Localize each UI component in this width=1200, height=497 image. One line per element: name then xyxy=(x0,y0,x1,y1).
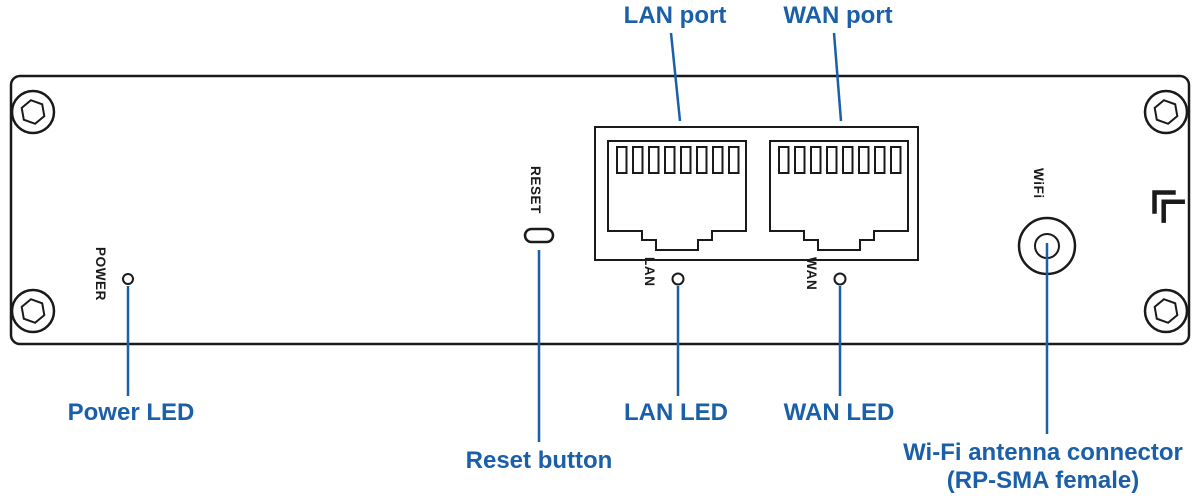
screw-ring xyxy=(10,89,56,135)
reset-button[interactable] xyxy=(523,227,555,244)
screw-top-right-icon xyxy=(1143,89,1189,135)
wifi-antenna-callout-label-line2: (RP-SMA female) xyxy=(947,467,1139,494)
lan-port-callout-label: LAN port xyxy=(624,2,727,29)
brand-logo-icon xyxy=(1152,190,1185,223)
pin xyxy=(648,146,660,174)
device-panel xyxy=(9,74,1191,346)
wan-port[interactable] xyxy=(769,140,909,251)
pin xyxy=(810,146,822,174)
pin xyxy=(858,146,870,174)
wan-port-leader-line xyxy=(832,32,843,122)
lan-port[interactable] xyxy=(607,140,747,251)
wan-port-outline xyxy=(769,140,909,251)
screw-top-left-icon xyxy=(10,89,56,135)
wan-port-callout-label: WAN port xyxy=(783,2,892,29)
ethernet-ports-housing xyxy=(594,126,919,261)
screw-hex xyxy=(1153,298,1179,324)
lan-port-outline xyxy=(607,140,747,251)
pin xyxy=(680,146,692,174)
pin xyxy=(794,146,806,174)
reset-button-callout-label: Reset button xyxy=(466,447,613,474)
wan-led-callout-label: WAN LED xyxy=(784,399,895,426)
screw-ring xyxy=(10,288,56,334)
screw-ring xyxy=(1143,288,1189,334)
wan-led xyxy=(833,272,847,286)
pin xyxy=(728,146,740,174)
pin xyxy=(632,146,644,174)
pin xyxy=(874,146,886,174)
screw-ring xyxy=(1143,89,1189,135)
logo-chevron xyxy=(1161,199,1185,223)
wan-panel-label: WAN xyxy=(804,257,819,290)
lan-panel-label: LAN xyxy=(642,257,657,287)
wifi-antenna-callout-label-line1: Wi-Fi antenna connector xyxy=(903,439,1183,466)
power-panel-label: POWER xyxy=(93,247,108,301)
lan-led-callout-label: LAN LED xyxy=(624,399,728,426)
screw-bottom-right-icon xyxy=(1143,288,1189,334)
reset-panel-label: RESET xyxy=(528,166,543,214)
wan-port-pins xyxy=(778,146,902,174)
power-led-callout-label: Power LED xyxy=(68,399,195,426)
lan-port-leader-line xyxy=(669,32,682,122)
pin xyxy=(890,146,902,174)
pin xyxy=(664,146,676,174)
logo-chevron xyxy=(1152,190,1176,214)
pin xyxy=(696,146,708,174)
lan-port-pins xyxy=(616,146,740,174)
power-led xyxy=(122,273,134,285)
pin xyxy=(712,146,724,174)
screw-hex xyxy=(20,99,46,125)
screw-hex xyxy=(1153,99,1179,125)
pin xyxy=(616,146,628,174)
pin xyxy=(842,146,854,174)
wifi-panel-label: WiFi xyxy=(1031,168,1046,199)
screw-bottom-left-icon xyxy=(10,288,56,334)
lan-led xyxy=(671,272,685,286)
pin xyxy=(778,146,790,174)
pin xyxy=(826,146,838,174)
screw-hex xyxy=(20,298,46,324)
